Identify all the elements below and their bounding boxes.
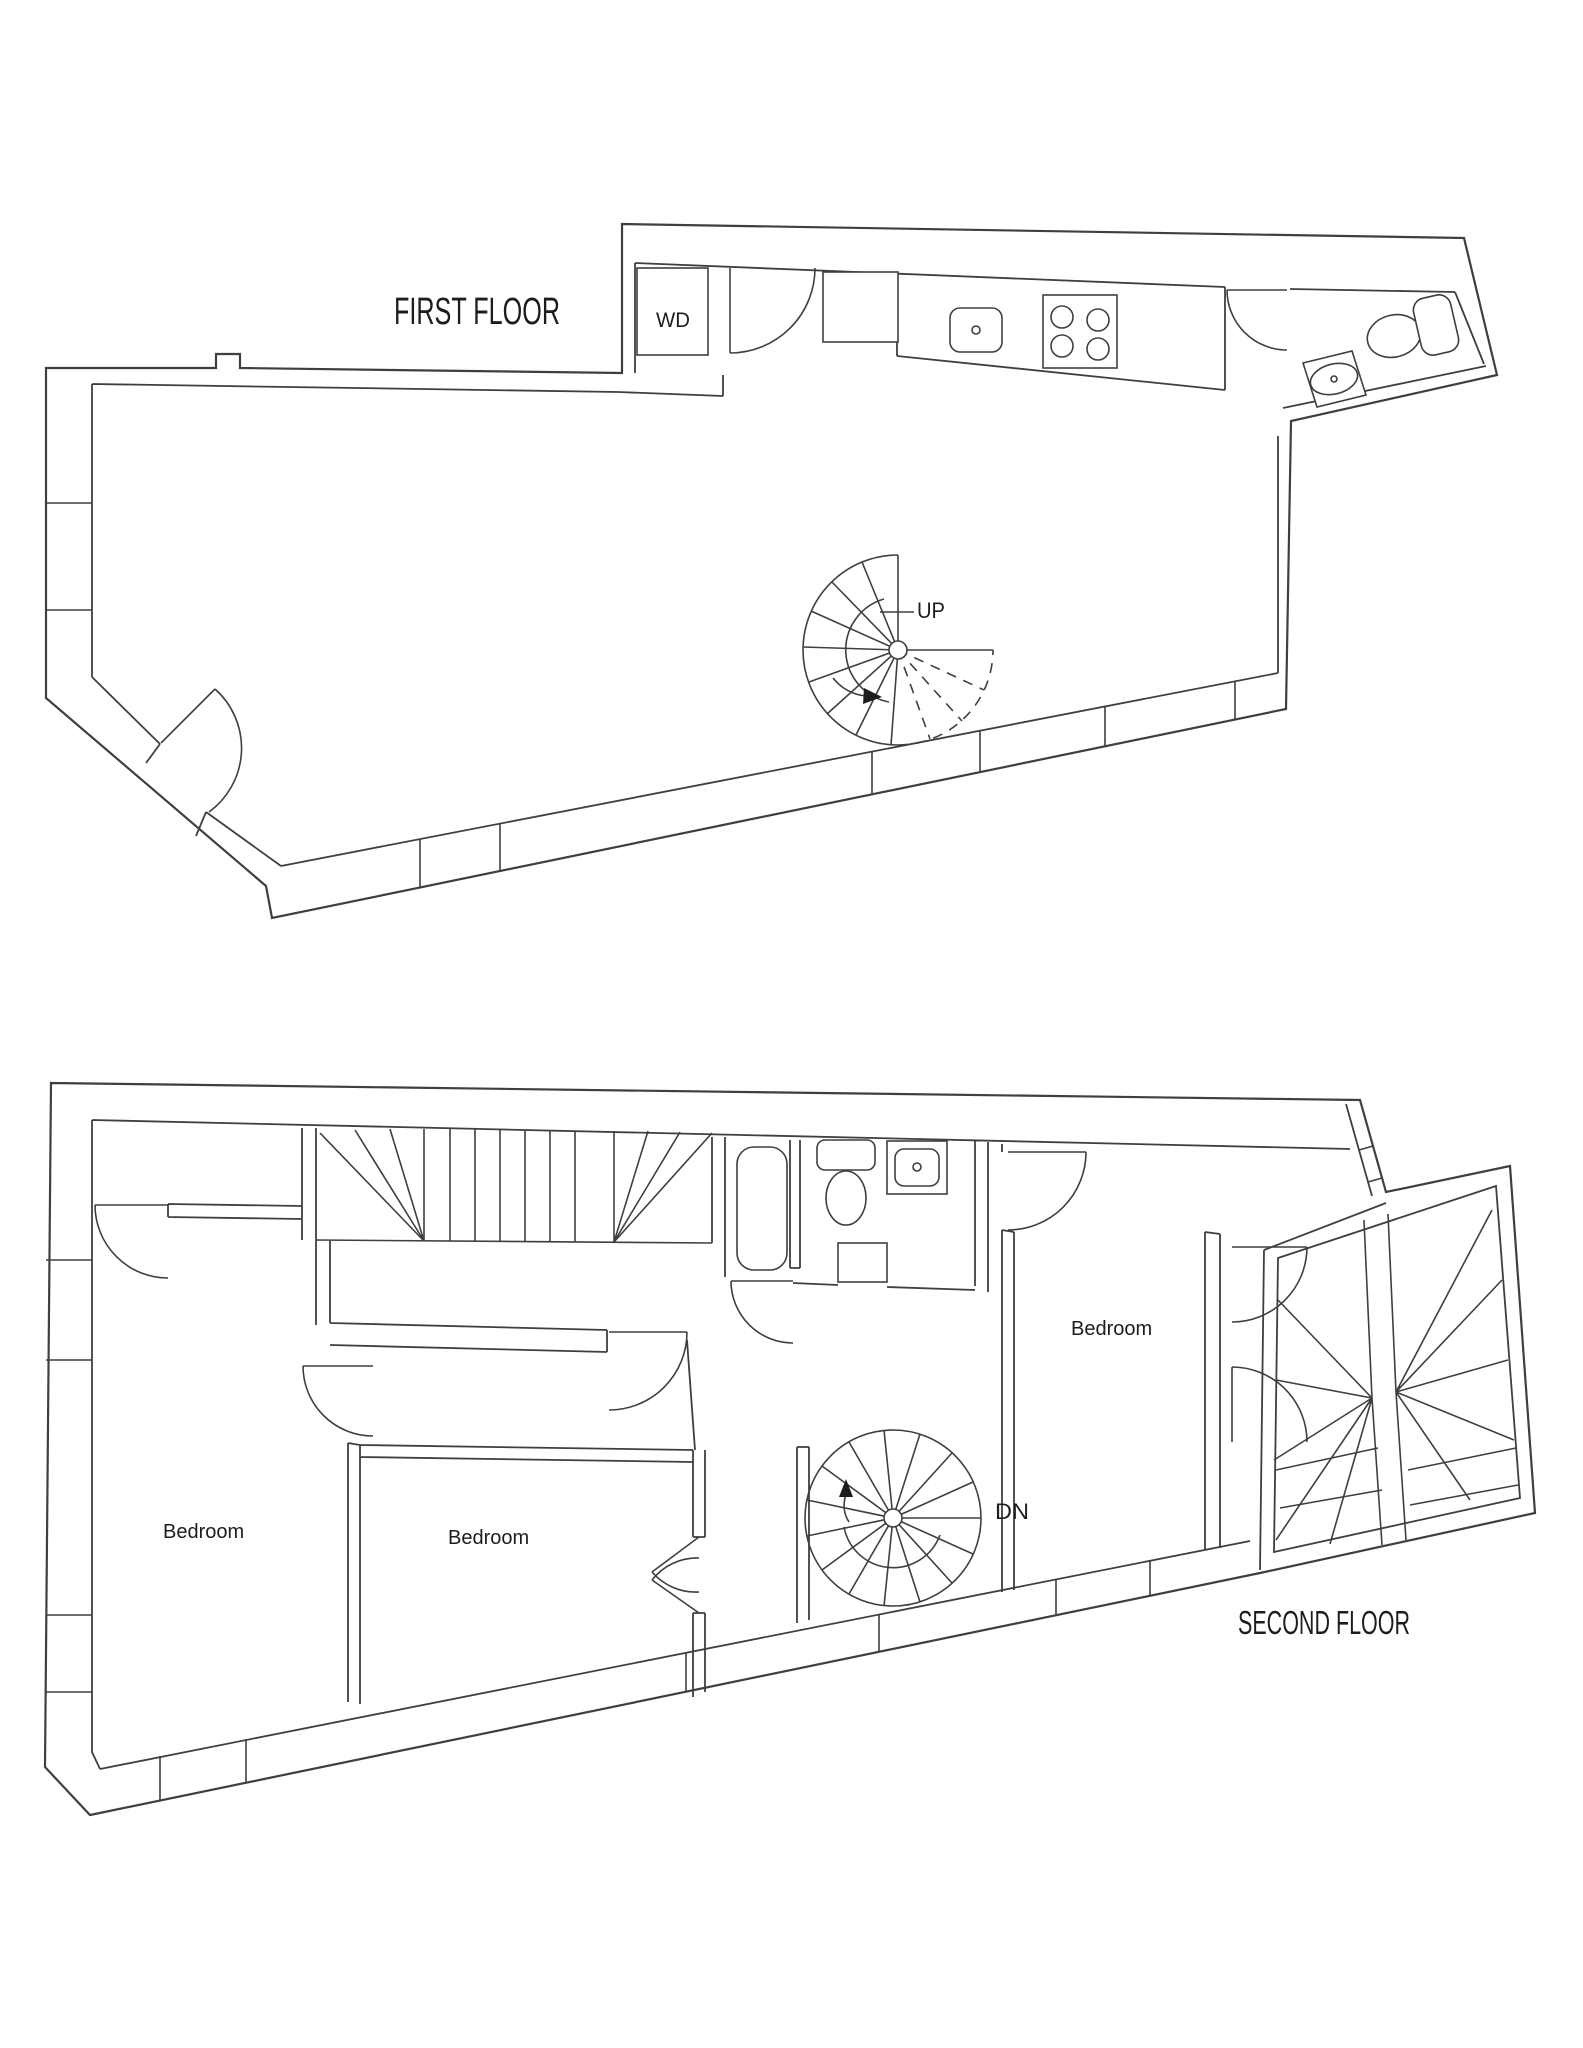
shower-square-icon xyxy=(837,1242,888,1283)
stair-landing-door-swing-upper xyxy=(1231,1246,1308,1323)
spiral-center-post xyxy=(888,640,908,660)
straight-staircase xyxy=(315,1128,713,1244)
stair-landing-door-swing-lower xyxy=(1231,1366,1308,1443)
switchback-enclosure xyxy=(1259,1184,1521,1571)
toilet-tank xyxy=(816,1139,876,1171)
burner-icon xyxy=(1050,334,1074,358)
second-floor-bathroom xyxy=(736,1139,948,1283)
switchback-staircase xyxy=(1259,1184,1521,1571)
first-floor-bathroom xyxy=(1301,294,1460,408)
spiral-inner-arc xyxy=(845,598,890,703)
burner-icon xyxy=(1050,305,1074,329)
spiral-treads-solid xyxy=(802,555,993,746)
bathtub-icon xyxy=(736,1146,788,1271)
kitchen-sink-icon xyxy=(949,307,1003,353)
first-floor-interior-walls xyxy=(91,262,1487,867)
switchback-treads xyxy=(1273,1209,1519,1546)
washer-dryer-closet: WD xyxy=(636,267,709,356)
spiral-treads xyxy=(806,1429,981,1607)
bedroom-middle-label: Bedroom xyxy=(448,1527,529,1549)
bathroom-sink-icon xyxy=(886,1140,948,1195)
bathroom-faucet-dot xyxy=(1330,375,1338,383)
spiral-up-label: UP xyxy=(917,598,945,623)
spiral-inner-arc xyxy=(843,1526,941,1569)
second-floor-plan: DN Bedroom Bedroom Bedroom SECOND FLOOR xyxy=(43,1081,1537,1817)
bedroom-right-label: Bedroom xyxy=(1071,1318,1152,1340)
refrigerator-icon xyxy=(822,271,899,343)
spiral-direction-arrow xyxy=(832,677,867,697)
second-floor-title: SECOND FLOOR xyxy=(1238,1604,1410,1641)
bathroom-faucet-dot xyxy=(912,1162,922,1172)
spiral-staircase-up: UP xyxy=(802,554,994,746)
spiral-center-post xyxy=(883,1508,903,1528)
left-bedroom-door-swing xyxy=(302,1365,374,1437)
right-bedroom-door-swing xyxy=(1007,1151,1087,1231)
spiral-down-label: DN xyxy=(995,1499,1029,1524)
bedroom-left-label: Bedroom xyxy=(163,1521,244,1543)
closet-door-swing xyxy=(94,1204,169,1279)
washer-dryer-label: WD xyxy=(656,309,690,332)
bathtub-icon xyxy=(1412,294,1460,356)
first-floor-plan: WD xyxy=(44,222,1499,920)
spiral-arrowhead xyxy=(863,688,882,704)
bathroom-door-swing xyxy=(1226,289,1288,351)
second-floor-doors xyxy=(94,1151,1308,1614)
burner-icon xyxy=(1086,308,1110,332)
bathroom-door-swing xyxy=(730,1280,794,1344)
spiral-arrowhead xyxy=(839,1479,853,1497)
middle-bedroom-double-doors xyxy=(651,1536,700,1614)
hall-door-swing xyxy=(608,1331,688,1411)
toilet-icon xyxy=(825,1170,867,1226)
bathroom-sink-basin xyxy=(1309,362,1359,396)
second-floor-exterior-wall xyxy=(43,1081,1537,1817)
first-floor-exterior-wall xyxy=(44,222,1499,920)
spiral-staircase-down: DN xyxy=(804,1429,1029,1607)
stove-icon xyxy=(1042,294,1118,369)
second-floor-windows xyxy=(46,1145,1383,1801)
straight-stair-treads xyxy=(315,1128,713,1244)
kitchen-corridor-door-swing xyxy=(729,267,816,354)
burner-icon xyxy=(1086,337,1110,361)
first-floor-doors xyxy=(160,267,1288,813)
spiral-outer-arc xyxy=(802,554,899,746)
first-floor-title: FIRST FLOOR xyxy=(394,291,560,333)
first-floor-windows xyxy=(46,502,1236,888)
kitchen-faucet-dot xyxy=(971,325,981,335)
entry-door-swing xyxy=(160,688,243,813)
washer-dryer-icon xyxy=(636,267,709,356)
bathroom-sink-basin xyxy=(894,1148,940,1187)
second-floor-interior-walls xyxy=(91,1103,1373,1770)
